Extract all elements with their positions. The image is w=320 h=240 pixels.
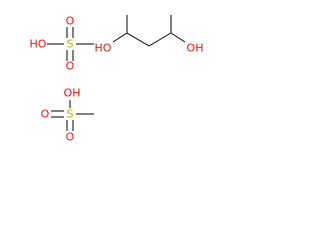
oxo-top-label: O: [66, 15, 75, 28]
pentane-2-4-diol: HO OH: [95, 15, 204, 55]
hydroxyl-label: HO: [30, 38, 47, 51]
bond-c4-o: [170, 32, 186, 43]
sulfur-label: S: [67, 38, 74, 51]
oxo-left-label: O: [41, 108, 50, 121]
structure-svg: HO S O O HO OH OH S O O: [30, 15, 204, 144]
hydroxyl-right-label: OH: [187, 42, 204, 55]
bond-c2-c3: [126, 32, 150, 47]
oxo-bottom-label: O: [66, 131, 75, 144]
bond-c3-c4: [148, 32, 172, 47]
structure-canvas: HO S O O HO OH OH S O O: [0, 0, 222, 162]
sulfur-label: S: [67, 108, 74, 121]
hydroxyl-label: OH: [64, 87, 81, 100]
methanesulfonic-acid-bottom: OH S O O: [41, 87, 94, 144]
methanesulfonic-acid-top: HO S O O: [30, 15, 94, 73]
hydroxyl-left-label: HO: [95, 42, 112, 55]
bond-c2-o: [112, 32, 128, 43]
oxo-bottom-label: O: [66, 60, 75, 73]
